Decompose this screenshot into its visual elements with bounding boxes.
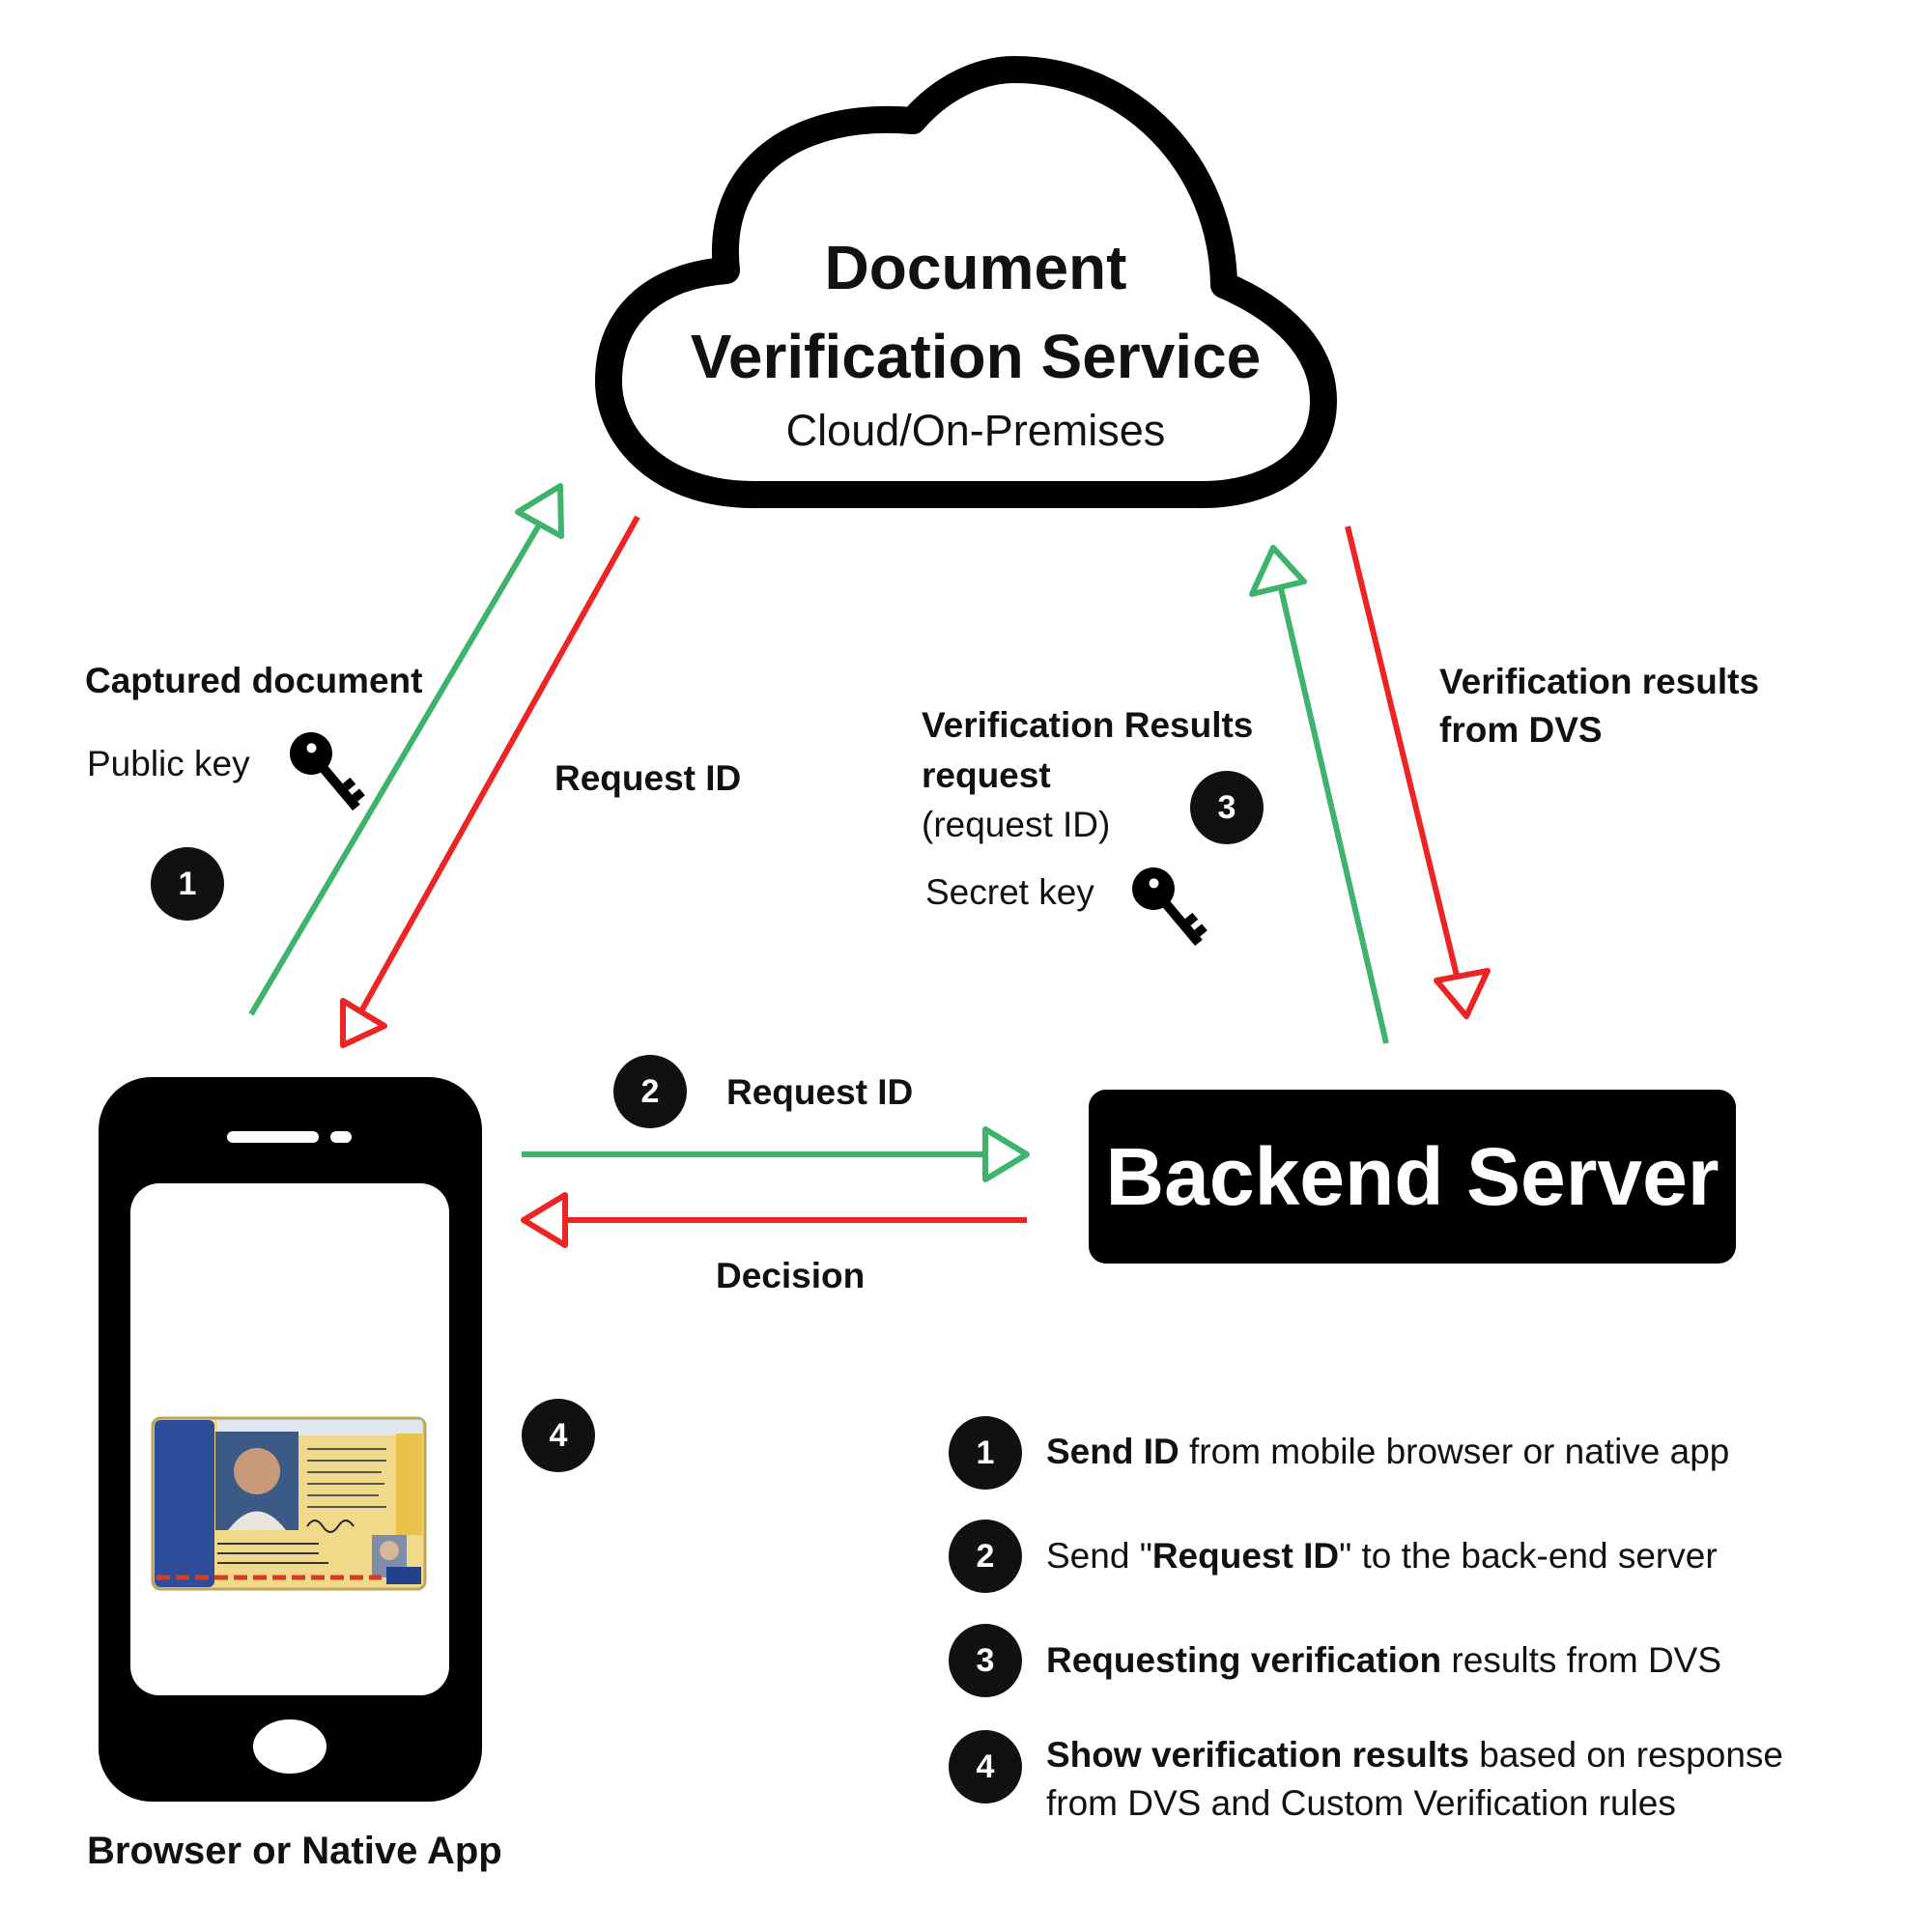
arrow-head-request-id-send <box>982 1126 1030 1182</box>
arrow-head-verification-request <box>1249 545 1307 597</box>
arrow-verification-results <box>1345 526 1460 977</box>
backend-server: Backend Server <box>1089 1090 1736 1264</box>
phone-caption: Browser or Native App <box>87 1830 502 1872</box>
decision-label: Decision <box>716 1256 866 1295</box>
verification-results-label-2: from DVS <box>1439 710 1603 750</box>
legend-badge-1: 1 <box>949 1416 1022 1490</box>
phone-speaker <box>227 1131 319 1143</box>
legend-badge-2: 2 <box>949 1520 1022 1593</box>
step-badge-3: 3 <box>1190 771 1264 844</box>
drivers-license-card <box>151 1416 427 1591</box>
verification-results-label-1: Verification results <box>1439 662 1760 701</box>
arrow-captured-document <box>248 510 550 1016</box>
arrow-request-id-return <box>359 515 640 1011</box>
cloud-shape <box>595 56 1337 508</box>
legend-text-1: Send ID from mobile browser or native ap… <box>1046 1432 1730 1471</box>
arrow-head-request-id-return <box>340 998 387 1048</box>
arrow-head-captured-document <box>515 483 564 539</box>
verification-request-title-1: Verification Results <box>922 705 1254 745</box>
step-badge-4: 4 <box>522 1399 595 1472</box>
verification-request-title-2: request <box>922 755 1051 795</box>
legend-text-4: Show verification results based on respo… <box>1046 1735 1783 1823</box>
arrow-verification-request <box>1277 583 1389 1044</box>
legend-text-3: Requesting verification results from DVS <box>1046 1640 1722 1680</box>
phone-camera <box>330 1131 352 1143</box>
cloud-title-line2: Verification Service <box>690 322 1262 391</box>
arrow-head-verification-results <box>1434 968 1491 1019</box>
step-badge-2: 2 <box>613 1055 687 1128</box>
arrow-head-decision <box>521 1192 568 1248</box>
public-key-icon <box>290 732 365 811</box>
request-id-return-label: Request ID <box>554 758 742 798</box>
legend-badge-4: 4 <box>949 1730 1022 1804</box>
request-id-send-label: Request ID <box>726 1072 914 1112</box>
legend-badge-3: 3 <box>949 1624 1022 1697</box>
legend-text-2: Send "Request ID" to the back-end server <box>1046 1536 1718 1576</box>
secret-key-label: Secret key <box>925 872 1094 912</box>
verification-request-param: (request ID) <box>922 805 1111 844</box>
captured-document-label: Captured document <box>85 661 423 700</box>
secret-key-icon <box>1132 867 1208 947</box>
step-badge-1: 1 <box>151 847 224 921</box>
cloud-subtitle: Cloud/On-Premises <box>785 406 1166 455</box>
public-key-label: Public key <box>87 744 250 783</box>
cloud-title-line1: Document <box>824 233 1127 302</box>
phone-home-button <box>253 1719 327 1774</box>
